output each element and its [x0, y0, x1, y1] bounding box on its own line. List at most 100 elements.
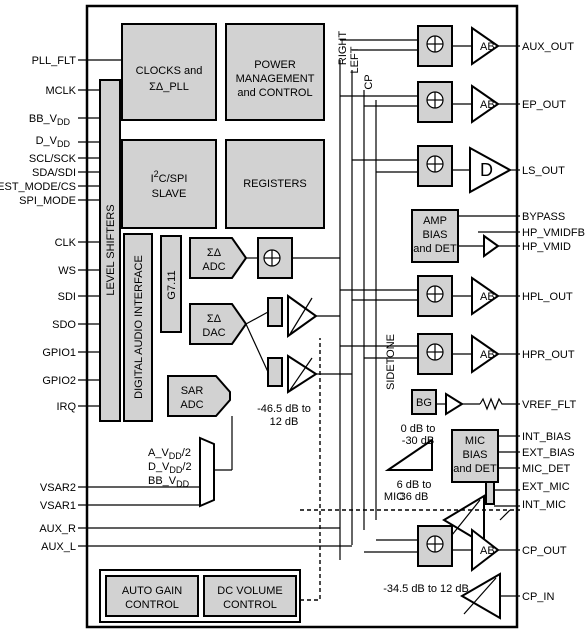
cp-amp-label: AB [480, 545, 495, 557]
pin-mic-det: MIC_DET [522, 463, 571, 475]
pin-ext-bias: EXT_BIAS [522, 447, 575, 459]
pin-clk: CLK [55, 237, 77, 249]
bus-left-label: LEFT [349, 46, 361, 73]
ls-amp-label: D [480, 160, 493, 180]
pin-ep-out: EP_OUT [522, 99, 566, 111]
agc-label-2: CONTROL [125, 599, 179, 611]
sd-dac-label-2: DAC [202, 327, 225, 339]
pin-sda-sdi: SDA/SDI [32, 167, 76, 179]
registers-block [225, 139, 325, 229]
mic-bias-label-2: BIAS [462, 449, 487, 461]
pin-ws: WS [58, 265, 76, 277]
power-management-block [225, 23, 325, 121]
dcv-label-1: DC VOLUME [217, 585, 282, 597]
mic-bias-label-1: MIC [465, 435, 485, 447]
sidetone-gain-1: 0 dB to [401, 423, 436, 435]
sar-label-2: ADC [180, 399, 203, 411]
mic-gain-2: 36 dB [400, 491, 429, 503]
cp-gain-label: -34.5 dB to 12 dB [383, 583, 469, 595]
clocks-pll-block [121, 23, 217, 121]
pin-int-mic: INT_MIC [522, 499, 566, 511]
sigma-delta-adc [189, 237, 248, 279]
i2c-label-2: SLAVE [152, 188, 187, 200]
sd-adc-label-1: ΣΔ [207, 247, 222, 259]
pin-cp-out: CP_OUT [522, 545, 567, 557]
bus-cp-label: CP [363, 74, 375, 89]
sd-adc-label-2: ADC [202, 261, 225, 273]
clocks-label-1: CLOCKS and [136, 65, 203, 77]
pin-hpr-out: HPR_OUT [522, 349, 575, 361]
sar-in-dvdd: D_VDD/2 [148, 461, 192, 475]
pin-cp-in: CP_IN [522, 591, 554, 603]
amp-bias-label-1: AMP [423, 215, 447, 227]
sar-input-mux [199, 436, 215, 508]
pin-bypass: BYPASS [522, 211, 565, 223]
digital-audio-interface-block [123, 233, 153, 422]
pin-vref-flt: VREF_FLT [522, 399, 576, 411]
auto-gain-control-block [105, 575, 199, 617]
registers-label: REGISTERS [243, 178, 307, 190]
hpl-amp-label: AB [480, 291, 495, 303]
dc-volume-control-block [203, 575, 297, 617]
mic-bias-label-3: and DET [453, 463, 497, 475]
pin-scl-sck: SCL/SCK [29, 153, 77, 165]
hpr-amp-label: AB [480, 349, 495, 361]
dac-gain-label-2: 12 dB [270, 416, 299, 428]
pin-hpl-out: HPL_OUT [522, 291, 573, 303]
dac-mux-1 [267, 297, 283, 327]
pin-aux-r: AUX_R [39, 523, 76, 535]
g711-label: G7.11 [166, 270, 178, 299]
pin-aux-out: AUX_OUT [522, 41, 574, 53]
pin-int-bias: INT_BIAS [522, 431, 571, 443]
cp-mixer [417, 525, 453, 567]
dac-mux-2 [267, 357, 283, 387]
mic-label: MIC [384, 491, 404, 503]
i2c-label-1: I2C/SPI [151, 169, 188, 185]
mic-bias-det-block [451, 429, 499, 483]
pin-aux-l: AUX_L [41, 541, 76, 553]
clocks-label-2: ΣΔ_PLL [149, 81, 189, 93]
pin-gpio2: GPIO2 [42, 375, 76, 387]
pin-vsar1: VSAR1 [40, 500, 76, 512]
pin-sdi: SDI [58, 291, 76, 303]
pin-spi-mode: SPI_MODE [19, 195, 76, 207]
agc-label-1: AUTO GAIN [122, 585, 182, 597]
pin-gpio1: GPIO1 [42, 347, 76, 359]
sar-in-avdd: A_VDD/2 [148, 447, 191, 461]
pin-pll-flt: PLL_FLT [32, 55, 77, 67]
pin-irq: IRQ [56, 401, 76, 413]
bus-right-label: RIGHT [337, 31, 349, 66]
ext-mic-switch [485, 481, 495, 505]
vref-resistor-icon [479, 397, 520, 411]
aux-amp-label: AB [480, 41, 495, 53]
sigma-delta-dac [189, 303, 248, 345]
pin-bb-vdd: BB_VDD [29, 113, 71, 127]
power-label-3: and CONTROL [237, 87, 312, 99]
dcv-label-2: CONTROL [223, 599, 277, 611]
ep-amp-label: AB [480, 99, 495, 111]
pin-sdo: SDO [52, 319, 76, 331]
mic-gain-1: 6 dB to [397, 479, 432, 491]
dai-label: DIGITAL AUDIO INTERFACE [133, 255, 145, 399]
pin-mclk: MCLK [45, 85, 76, 97]
sar-in-bbvdd: BB_VDD [148, 475, 190, 489]
pin-ext-mic: EXT_MIC [522, 481, 570, 493]
bg-label: BG [416, 397, 432, 409]
bandgap-block [411, 389, 437, 415]
sar-adc [167, 375, 231, 417]
dac-gain-label-1: -46.5 dB to [257, 403, 311, 415]
bus-sidetone-label: SIDETONE [385, 334, 397, 390]
sar-label-1: SAR [181, 385, 204, 397]
pin-vsar2: VSAR2 [40, 482, 76, 494]
amp-bias-det-block [411, 209, 459, 263]
level-shifters-block [99, 79, 121, 422]
pin-d-vdd: D_VDD [36, 135, 71, 149]
level-shifters-label: LEVEL SHIFTERS [105, 204, 117, 295]
pin-hp-vmid: HP_VMID [522, 241, 571, 253]
power-label-1: POWER [254, 59, 296, 71]
amp-bias-label-3: and DET [413, 243, 457, 255]
sidetone-gain-2: -30 dB [402, 435, 434, 447]
amp-bias-label-2: BIAS [422, 229, 447, 241]
